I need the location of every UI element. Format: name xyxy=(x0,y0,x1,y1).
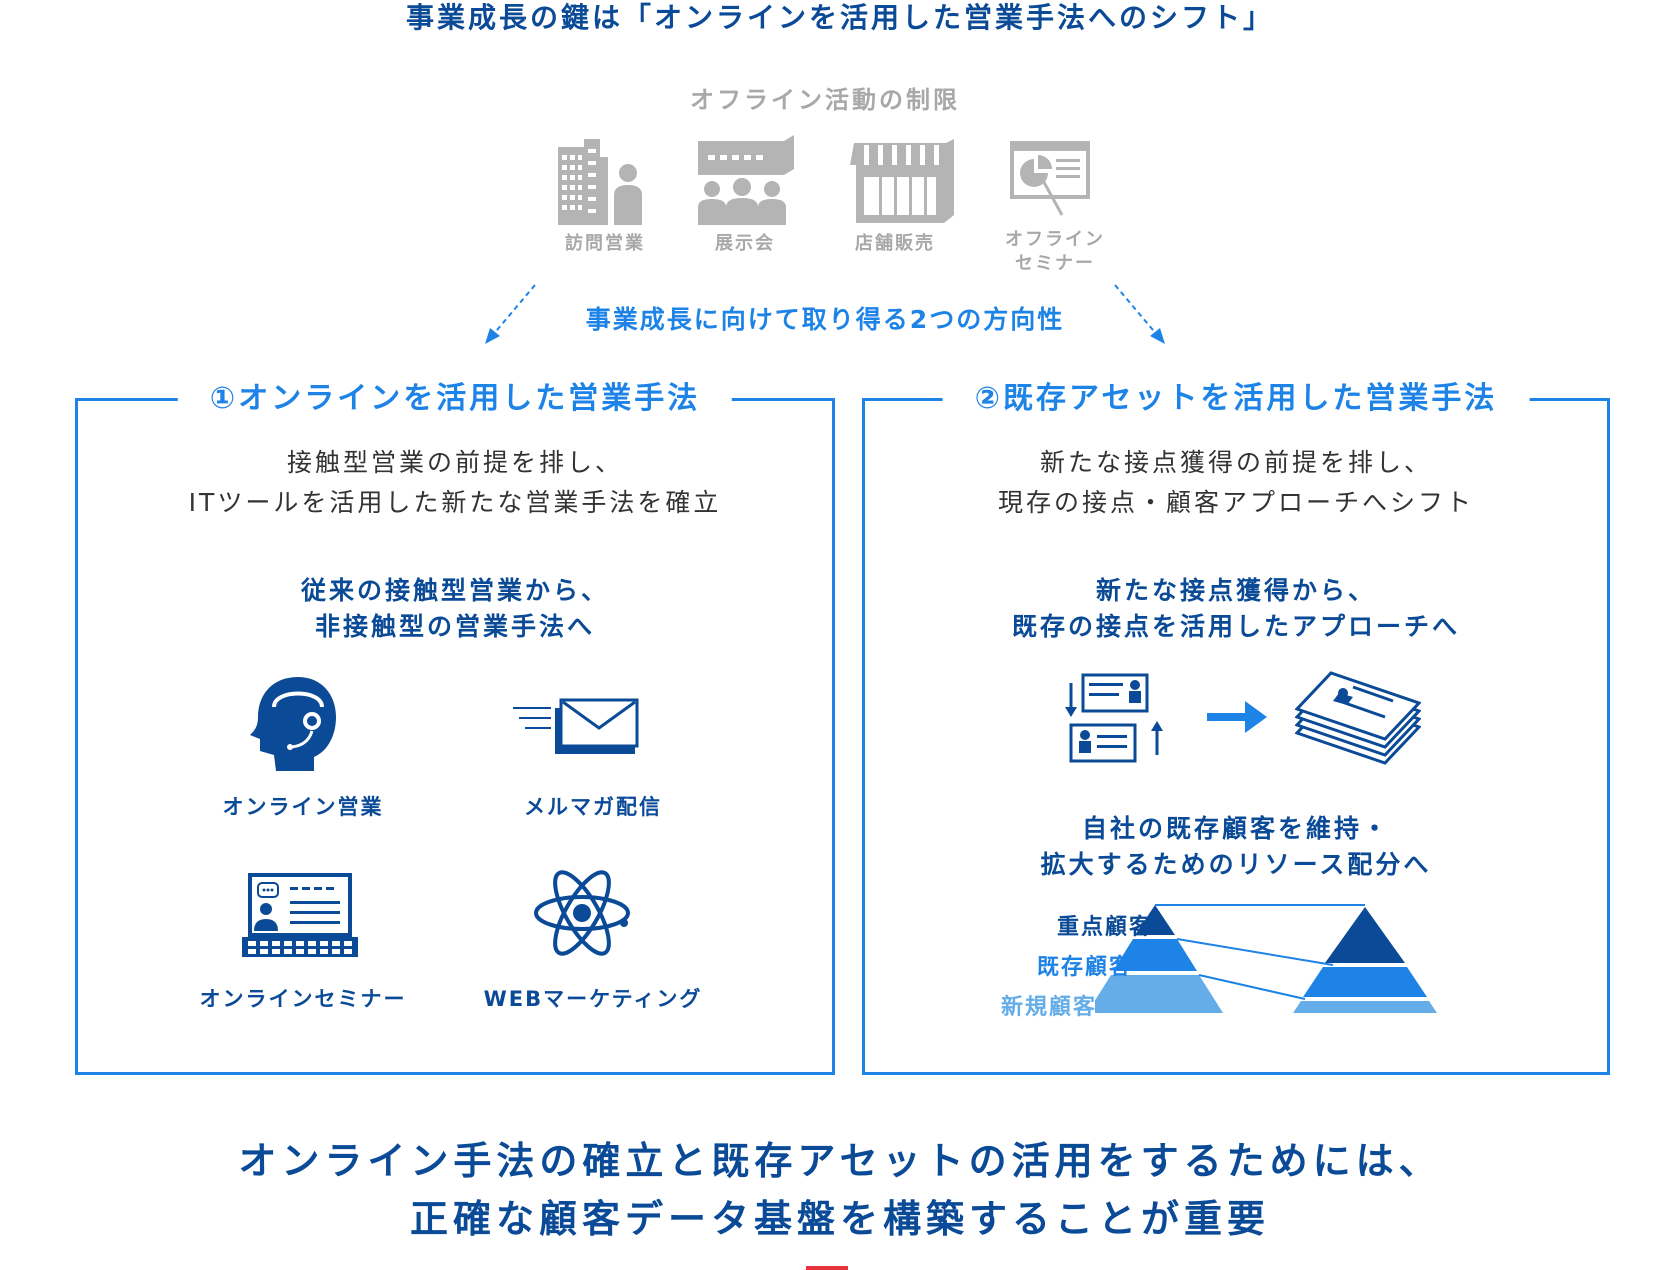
panel1-subheading: 従来の接触型営業から、 非接触型の営業手法へ xyxy=(78,573,832,645)
card-stack-icon xyxy=(1295,671,1421,765)
offline-label-exhibition: 展示会 xyxy=(715,233,775,254)
right-arrow-icon xyxy=(1207,701,1267,733)
conclusion: オンライン手法の確立と既存アセットの活用をするためには、 正確な顧客データ基盤を… xyxy=(0,1132,1680,1248)
panel2-description: 新たな接点獲得の前提を排し、 現存の接点・顧客アプローチへシフト xyxy=(865,443,1607,523)
panel2-sub2-line2: 拡大するためのリソース配分へ xyxy=(1040,850,1432,879)
offline-heading: オフライン活動の制限 xyxy=(690,86,960,114)
panel1-desc-line1: 接触型営業の前提を排し、 xyxy=(286,448,623,477)
pyramid-label-new: 新規顧客 xyxy=(1001,995,1098,1020)
store-icon xyxy=(850,139,954,223)
offline-label-seminar-line2: セミナー xyxy=(1015,253,1095,274)
building-person-icon xyxy=(558,139,642,225)
dashed-arrow-right xyxy=(1114,284,1165,344)
conclusion-line2: 正確な顧客データ基盤を構築することが重要 xyxy=(409,1197,1270,1241)
panel1-sub-line2: 非接触型の営業手法へ xyxy=(314,612,595,641)
panel-online-sales: ①オンラインを活用した営業手法 接触型営業の前提を排し、 ITツールを活用した新… xyxy=(75,379,835,1075)
pyramid-left-priority xyxy=(1135,905,1175,935)
atom-icon xyxy=(534,870,630,956)
panel2-sub1-line2: 既存の接点を活用したアプローチへ xyxy=(1011,612,1460,641)
exhibition-icon xyxy=(698,135,794,225)
panel1-sub-line1: 従来の接触型営業から、 xyxy=(300,576,609,605)
presentation-board-icon xyxy=(1010,141,1090,216)
pyramid-right-priority xyxy=(1325,907,1405,963)
offline-label-visit-sales: 訪問営業 xyxy=(565,233,645,254)
pyramid-diagram xyxy=(1095,904,1437,1013)
panel2-subheading-contacts: 新たな接点獲得から、 既存の接点を活用したアプローチへ xyxy=(865,573,1607,645)
offline-label-seminar-line1: オフライン xyxy=(1005,229,1105,250)
red-accent-bar xyxy=(806,1266,848,1270)
envelope-icon xyxy=(513,698,639,754)
pyramid-label-priority: 重点顧客 xyxy=(1057,915,1154,940)
pyramid-label-existing: 既存顧客 xyxy=(1037,955,1134,980)
label-online-seminar: オンラインセミナー xyxy=(199,987,407,1011)
offline-label-store-sales: 店舗販売 xyxy=(855,233,935,254)
label-online-sales: オンライン営業 xyxy=(222,795,384,819)
panel2-desc-line2: 現存の接点・顧客アプローチへシフト xyxy=(997,488,1474,517)
dashed-arrow-left xyxy=(485,284,536,344)
laptop-chat-icon xyxy=(242,873,358,957)
headset-person-icon xyxy=(250,677,336,771)
pyramid-right-existing xyxy=(1303,967,1427,997)
offline-label-seminar: オフライン セミナー xyxy=(975,228,1135,276)
panel1-description: 接触型営業の前提を排し、 ITツールを活用した新たな営業手法を確立 xyxy=(78,443,832,523)
main-title: 事業成長の鍵は「オンラインを活用した営業手法へのシフト」 xyxy=(405,1,1274,34)
pyramid-right-new xyxy=(1293,1001,1437,1013)
panel2-sub2-line1: 自社の既存顧客を維持・ xyxy=(1081,814,1390,843)
panel1-title: ①オンラインを活用した営業手法 xyxy=(177,379,733,419)
pyramid-left-existing xyxy=(1113,939,1197,971)
panel2-title: ②既存アセットを活用した営業手法 xyxy=(942,379,1530,419)
conclusion-line1: オンライン手法の確立と既存アセットの活用をするためには、 xyxy=(238,1139,1442,1183)
label-web-marketing: WEBマーケティング xyxy=(483,987,703,1011)
panel2-desc-line1: 新たな接点獲得の前提を排し、 xyxy=(1039,448,1432,477)
panel2-sub1-line1: 新たな接点獲得から、 xyxy=(1095,576,1376,605)
panel1-desc-line2: ITツールを活用した新たな営業手法を確立 xyxy=(188,488,722,517)
panel-existing-assets: ②既存アセットを活用した営業手法 新たな接点獲得の前提を排し、 現存の接点・顧客… xyxy=(862,379,1610,1075)
direction-label: 事業成長に向けて取り得る2つの方向性 xyxy=(585,305,1065,334)
label-mail-magazine: メルマガ配信 xyxy=(524,795,662,819)
panel2-subheading-customers: 自社の既存顧客を維持・ 拡大するためのリソース配分へ xyxy=(865,811,1607,883)
pyramid-left-new xyxy=(1095,975,1223,1013)
card-exchange-icon xyxy=(1065,673,1163,763)
